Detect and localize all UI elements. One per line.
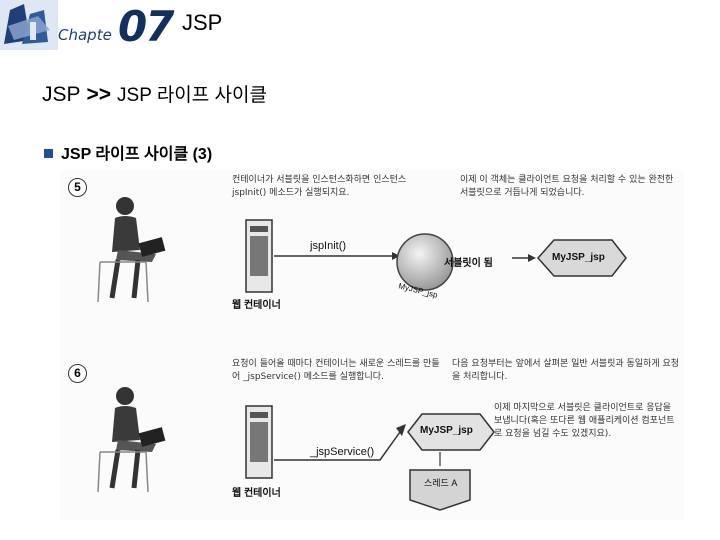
step-5-class-label: MyJSP_jsp <box>552 252 605 263</box>
page-title-sub: JSP 라이프 사이클 <box>117 85 267 106</box>
server-tower-icon <box>245 405 273 479</box>
page-title-main: JSP <box>42 83 81 106</box>
step-5-servlet-label: 서블릿이 됨 <box>444 258 493 269</box>
step-6-class-label: MyJSP_jsp <box>420 425 473 436</box>
servlet-class-hexagon <box>536 239 627 277</box>
slide-header: Chapte 07 JSP <box>0 0 720 51</box>
step-5-note-left: 컨테이너가 서블릿을 인스턴스화하면 인스턴스 jspInit() 메소드가 실… <box>232 175 407 198</box>
square-bullet-icon <box>44 149 53 158</box>
step-6-note-left: 요청이 들어올 때마다 컨테이너는 새로운 스레드를 만들어 _jspServi… <box>232 359 440 382</box>
step-5-note-right: 이제 이 객체는 클라이언트 요청을 처리할 수 있는 완전한 서블릿으로 거듭… <box>460 175 674 198</box>
step-5-container-label: 웹 컨테이너 <box>232 300 281 311</box>
building-logo-icon <box>0 0 58 50</box>
servlet-object-orb <box>396 233 454 291</box>
section-heading-text: JSP 라이프 사이클 (3) <box>61 146 213 163</box>
servlet-class-hexagon <box>407 413 495 451</box>
page-title: JSP>>JSP 라이프 사이클 <box>42 80 267 107</box>
person-with-laptop-icon <box>97 387 166 493</box>
header-title: JSP <box>182 10 223 35</box>
thread-pentagon <box>409 469 471 511</box>
step-5-badge: 5 <box>68 178 87 197</box>
step-6-method-label: _jspService() <box>310 446 375 458</box>
section-heading: JSP 라이프 사이클 (3) <box>44 140 212 164</box>
step-6-container-label: 웹 컨테이너 <box>232 488 281 499</box>
server-tower-icon <box>245 219 273 293</box>
person-with-laptop-icon <box>97 197 166 303</box>
chapter-number: 07 <box>118 2 174 51</box>
arrowhead-icon <box>528 254 536 262</box>
lifecycle-illustration: 5 컨테이너가 서블릿을 인스턴스화하면 인스턴스 jspInit() 메소드가… <box>60 170 684 520</box>
step-6-thread-label: 스레드 A <box>424 478 458 488</box>
illustration-drawing <box>97 197 627 511</box>
chapter-label: Chapte <box>58 26 112 44</box>
step-5-method-label: jspInit() <box>310 240 347 252</box>
page-title-separator: >> <box>86 83 112 106</box>
step-6-note-mid: 다음 요청부터는 앞에서 살펴본 일반 서블릿과 동일하게 요청을 처리합니다. <box>452 359 680 382</box>
step-6-badge: 6 <box>68 364 87 383</box>
step-6-note-right: 이제 마지막으로 서블릿은 클라이언트로 응답을 보냅니다(혹은 또다른 웹 애… <box>494 403 675 439</box>
arrowhead-icon <box>396 424 406 436</box>
arrowhead-icon <box>392 252 400 260</box>
